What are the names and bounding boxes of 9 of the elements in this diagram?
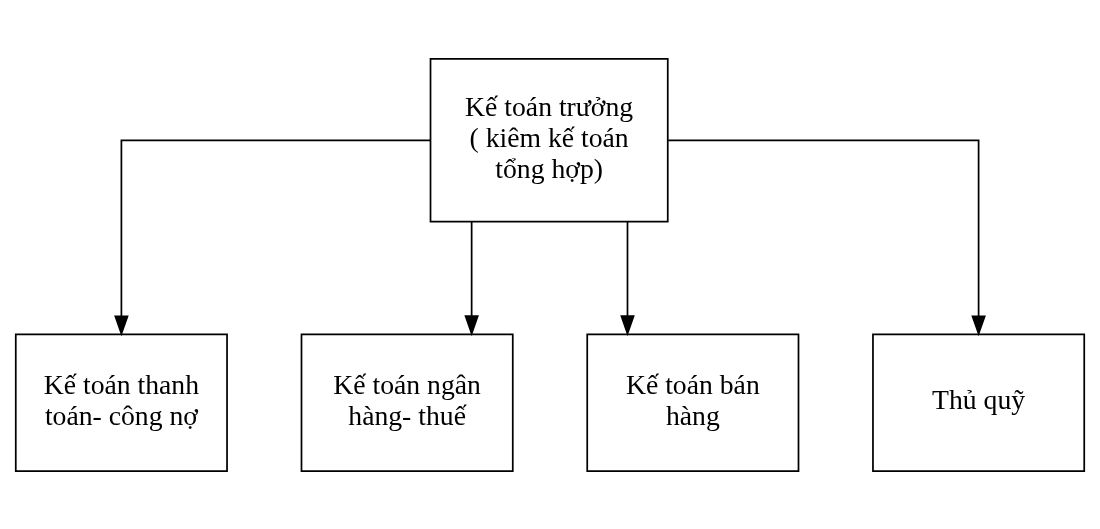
- node-box: Kế toán thanh toán- công nợ: [14, 332, 228, 472]
- arrow: [114, 138, 431, 336]
- node-box: Thủ quỹ: [872, 332, 1086, 472]
- node-box: Kế toán bán hàng: [586, 332, 800, 472]
- node-box: Kế toán trưởng ( kiêm kế toán tổng hợp): [429, 57, 669, 223]
- arrow: [620, 220, 635, 336]
- arrow: [464, 220, 479, 336]
- node-box: Kế toán ngân hàng- thuế: [300, 332, 514, 472]
- arrow: [667, 138, 986, 336]
